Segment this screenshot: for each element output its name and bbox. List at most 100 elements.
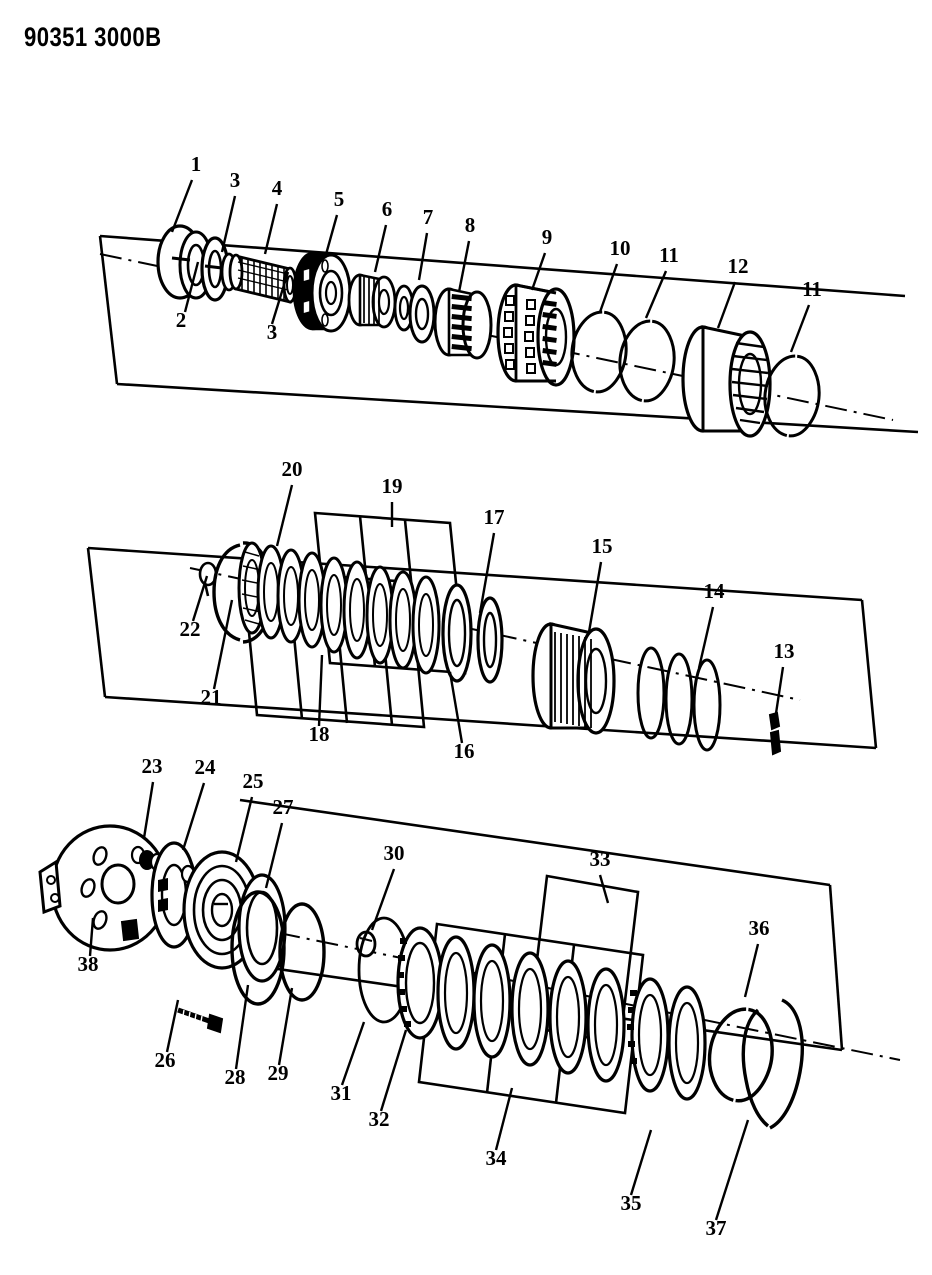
plate-stack-row-2 bbox=[256, 544, 441, 675]
part-4-input-shaft bbox=[228, 253, 298, 304]
callout-number-c8: 8 bbox=[464, 213, 476, 237]
leader-line-11 bbox=[644, 270, 668, 319]
part-38-reaction-plate bbox=[38, 824, 170, 952]
leader-line-38 bbox=[88, 917, 95, 957]
leader-line-6 bbox=[373, 224, 388, 273]
callout-number-c1: 1 bbox=[190, 152, 202, 176]
part-12-roller-bearing-cage bbox=[681, 325, 772, 438]
callout-leader-lines bbox=[88, 179, 811, 1221]
leader-line-24 bbox=[181, 782, 206, 851]
leader-line-5 bbox=[323, 214, 339, 259]
part-9-overrunning-clutch bbox=[496, 283, 576, 387]
group-box-row-2 bbox=[86, 546, 878, 750]
leader-line-3 bbox=[220, 195, 237, 253]
leader-line-27 bbox=[264, 822, 284, 889]
callout-number-c16: 16 bbox=[453, 739, 475, 763]
part-7b-thrust-washer bbox=[408, 284, 436, 344]
part-2-bushing bbox=[200, 236, 230, 302]
callout-number-c19: 19 bbox=[381, 474, 403, 498]
part-14-return-spring bbox=[636, 646, 722, 752]
leader-line-30 bbox=[370, 868, 396, 931]
leader-line-35 bbox=[629, 1129, 653, 1196]
leader-line-29 bbox=[277, 987, 294, 1066]
leader-line-25 bbox=[234, 796, 254, 863]
callout-number-c11b: 11 bbox=[802, 277, 822, 301]
centerline-row-3 bbox=[239, 924, 901, 1061]
leader-line-18 bbox=[317, 654, 324, 727]
leader-line-21 bbox=[212, 599, 234, 690]
callout-number-c24: 24 bbox=[194, 755, 216, 779]
leader-line-8 bbox=[457, 240, 471, 293]
leader-line-13 bbox=[773, 666, 785, 721]
callout-number-c4: 4 bbox=[271, 176, 283, 200]
part-5-planet-carrier bbox=[292, 251, 352, 333]
part-37-snap-ring bbox=[741, 998, 804, 1130]
leader-line-16 bbox=[448, 671, 464, 744]
leader-line-28 bbox=[234, 984, 250, 1070]
callout-number-c3a: 3 bbox=[229, 168, 241, 192]
leader-line-26 bbox=[165, 999, 180, 1053]
leader-line-32 bbox=[379, 1029, 408, 1112]
clutch-pack-row-3 bbox=[436, 935, 707, 1101]
callout-number-c2: 2 bbox=[175, 308, 187, 332]
leader-line-20 bbox=[275, 484, 294, 547]
callout-number-c20: 20 bbox=[281, 457, 303, 481]
part-26-bolt bbox=[177, 1007, 224, 1034]
leader-line-2 bbox=[183, 261, 200, 313]
callout-number-c32: 32 bbox=[368, 1107, 390, 1131]
callout-number-c36: 36 bbox=[748, 916, 770, 940]
callout-number-c3b: 3 bbox=[266, 320, 278, 344]
callout-number-c37: 37 bbox=[705, 1216, 727, 1240]
leader-line-36 bbox=[743, 943, 760, 998]
callout-number-c14: 14 bbox=[703, 579, 725, 603]
callout-number-c5: 5 bbox=[333, 187, 345, 211]
part-15-clutch-hub bbox=[531, 622, 616, 735]
callout-number-c18: 18 bbox=[308, 722, 330, 746]
leader-line-3 bbox=[270, 271, 290, 325]
part-33-steel-plate bbox=[436, 935, 476, 1051]
callout-number-c35: 35 bbox=[620, 1191, 642, 1215]
part-35-pressure-plate bbox=[627, 977, 670, 1093]
part-6-sun-gear bbox=[347, 273, 397, 329]
callout-number-c33: 33 bbox=[589, 847, 611, 871]
callout-number-c34: 34 bbox=[485, 1146, 507, 1170]
leader-line-37 bbox=[714, 1119, 750, 1221]
part-16-reaction-ring bbox=[476, 596, 504, 684]
leader-line-4 bbox=[263, 203, 279, 255]
leader-line-22 bbox=[191, 575, 209, 622]
callout-number-c7: 7 bbox=[422, 205, 434, 229]
clutch-pack-row-2 bbox=[237, 541, 504, 684]
leader-line-15 bbox=[587, 561, 603, 633]
part-13-pin bbox=[768, 711, 782, 756]
leader-line-23 bbox=[142, 781, 155, 839]
leader-line-7 bbox=[417, 232, 429, 281]
part-29-seal-ring bbox=[278, 902, 326, 1002]
callout-number-c38: 38 bbox=[77, 952, 99, 976]
callout-number-c15: 15 bbox=[591, 534, 613, 558]
leader-line-1 bbox=[170, 179, 194, 233]
callout-number-c27: 27 bbox=[272, 795, 294, 819]
part-28-seal-ring bbox=[230, 890, 286, 1006]
leader-line-14 bbox=[697, 606, 715, 669]
part-8-roller-bearing bbox=[433, 287, 493, 360]
callout-number-c26: 26 bbox=[154, 1048, 176, 1072]
callout-number-c13: 13 bbox=[773, 639, 795, 663]
callout-number-c25: 25 bbox=[242, 769, 264, 793]
leader-line-31 bbox=[340, 1021, 366, 1086]
leader-line-33 bbox=[598, 874, 610, 904]
part-36-snap-ring bbox=[701, 1003, 780, 1107]
part-32-reaction-plate bbox=[396, 926, 444, 1040]
callout-number-c31: 31 bbox=[330, 1081, 352, 1105]
leader-line-12 bbox=[716, 281, 737, 329]
callout-number-c22: 22 bbox=[179, 617, 201, 641]
callout-number-c23: 23 bbox=[141, 754, 163, 778]
leader-line-17 bbox=[478, 532, 496, 614]
leader-line-34 bbox=[494, 1087, 514, 1151]
leader-line-11 bbox=[789, 304, 811, 353]
callout-number-c10: 10 bbox=[609, 236, 631, 260]
callout-number-c28: 28 bbox=[224, 1065, 246, 1089]
callout-number-c21: 21 bbox=[200, 685, 222, 709]
callout-number-c6: 6 bbox=[381, 197, 393, 221]
callout-number-c11a: 11 bbox=[659, 243, 679, 267]
